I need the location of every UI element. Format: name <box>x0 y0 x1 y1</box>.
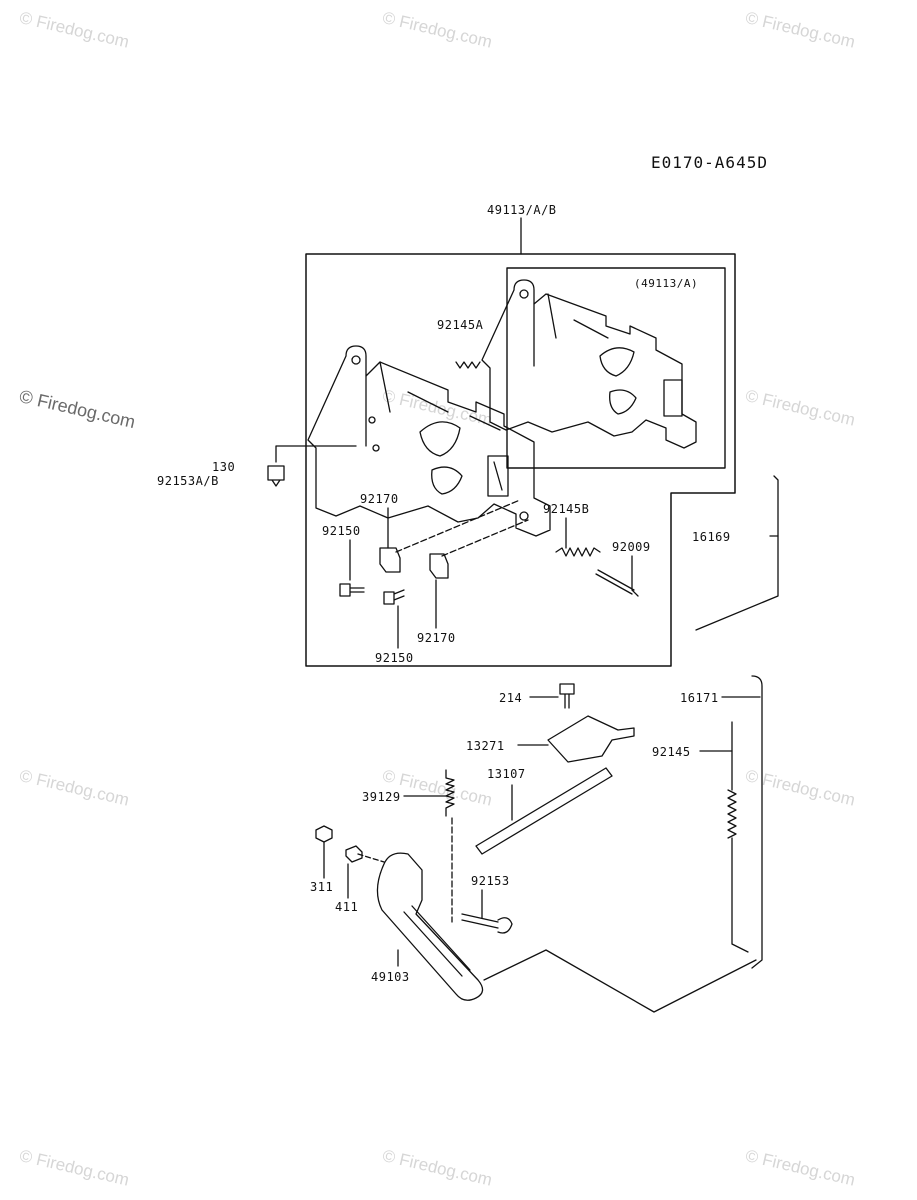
leader-line <box>565 517 633 589</box>
plate-13271 <box>547 715 635 763</box>
part-label-92145a: 92145A <box>437 318 484 332</box>
holder-92170-lower <box>429 553 449 579</box>
spring-92145 <box>727 721 749 953</box>
part-label-92150-lower: 92150 <box>375 651 414 665</box>
part-label-92150-left: 92150 <box>322 524 361 538</box>
part-label-13271: 13271 <box>466 739 505 753</box>
spring-39129 <box>445 769 455 817</box>
inset-plate-drawing <box>481 279 697 449</box>
diagram-code: E0170-A645D <box>651 153 768 172</box>
leader-line <box>349 507 437 649</box>
holder-92170-upper <box>379 547 401 573</box>
dash-line <box>395 499 529 557</box>
link-line <box>483 949 757 1013</box>
rod-16169 <box>695 475 779 631</box>
part-label-411: 411 <box>335 900 359 914</box>
shaft-13107 <box>475 767 613 855</box>
part-label-49103: 49103 <box>371 970 410 984</box>
spring-92145b <box>555 547 601 557</box>
part-label-214: 214 <box>499 691 523 705</box>
dash-line <box>357 853 385 863</box>
bolt-130 <box>267 465 285 487</box>
nut-311 <box>315 825 333 843</box>
leader-line <box>323 841 349 899</box>
bolt-130-leader <box>275 445 357 463</box>
lever-49103 <box>376 852 484 1001</box>
inset-label: (49113/A) <box>634 277 699 290</box>
part-label-130: 130 <box>212 460 236 474</box>
part-label-92170-lower: 92170 <box>417 631 456 645</box>
part-label-39129: 39129 <box>362 790 401 804</box>
bolt-214 <box>559 683 575 709</box>
spring-92145a <box>455 361 481 369</box>
part-label-16169: 16169 <box>692 530 731 544</box>
control-plate-drawing <box>307 345 551 537</box>
part-label-16171: 16171 <box>680 691 719 705</box>
part-label-92145: 92145 <box>652 745 691 759</box>
inset-frame <box>506 267 726 469</box>
bolt-92153 <box>461 913 513 934</box>
washer-411 <box>345 845 363 863</box>
part-label-92170-upper: 92170 <box>360 492 399 506</box>
part-label-92009: 92009 <box>612 540 651 554</box>
part-label-92153ab: 92153A/B <box>157 474 219 488</box>
screw-92150-lower <box>383 589 405 605</box>
assembly-frame <box>305 253 736 667</box>
lever-slot <box>403 905 471 977</box>
part-label-92153: 92153 <box>471 874 510 888</box>
part-label-49113ab: 49113/A/B <box>487 203 557 217</box>
part-label-13107: 13107 <box>487 767 526 781</box>
rod-16171 <box>751 675 763 969</box>
screw-92150-left <box>339 583 365 597</box>
screw-92009 <box>595 569 639 597</box>
part-label-311: 311 <box>310 880 334 894</box>
part-label-92145b: 92145B <box>543 502 590 516</box>
